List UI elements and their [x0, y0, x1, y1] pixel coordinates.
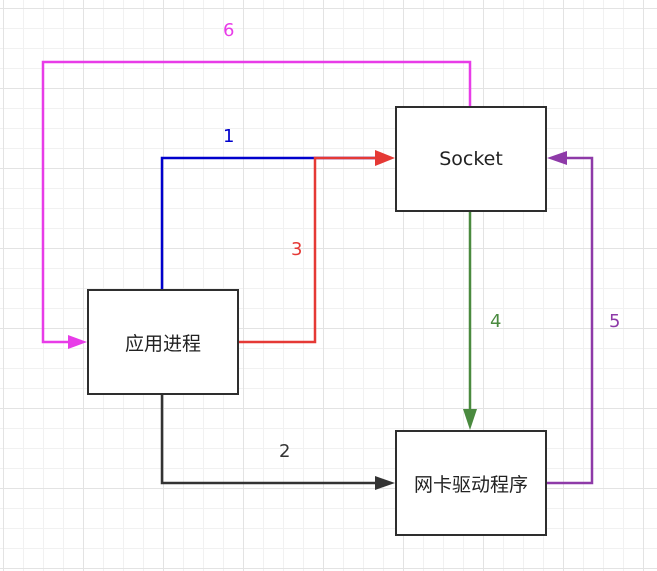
edge-6-label: 6 — [223, 20, 235, 41]
edge-2-line — [160, 395, 378, 485]
edge-5-line — [547, 156, 594, 485]
socket-node-label: Socket — [439, 148, 503, 170]
edge-1-line — [160, 156, 378, 289]
edge-4-label: 4 — [490, 311, 502, 332]
socket-node: Socket — [395, 106, 547, 212]
app-process-node-label: 应用进程 — [124, 332, 201, 355]
edge-4-arrowhead — [463, 409, 477, 430]
edge-5-arrowhead — [547, 151, 567, 165]
nic-driver-node: 网卡驱动程序 — [395, 430, 547, 536]
edge-2-arrowhead — [375, 476, 395, 490]
edge-6-arrowhead — [68, 335, 87, 349]
edge-1-label: 1 — [223, 126, 235, 147]
edge-2-label: 2 — [279, 441, 291, 462]
edge-3-arrowhead — [375, 150, 395, 166]
edge-6-line — [41, 60, 472, 344]
edge-5-label: 5 — [609, 311, 621, 332]
app-process-node: 应用进程 — [87, 289, 239, 395]
nic-driver-node-label: 网卡驱动程序 — [413, 473, 528, 496]
edge-3-label: 3 — [291, 239, 303, 260]
edge-3-line — [239, 156, 378, 344]
